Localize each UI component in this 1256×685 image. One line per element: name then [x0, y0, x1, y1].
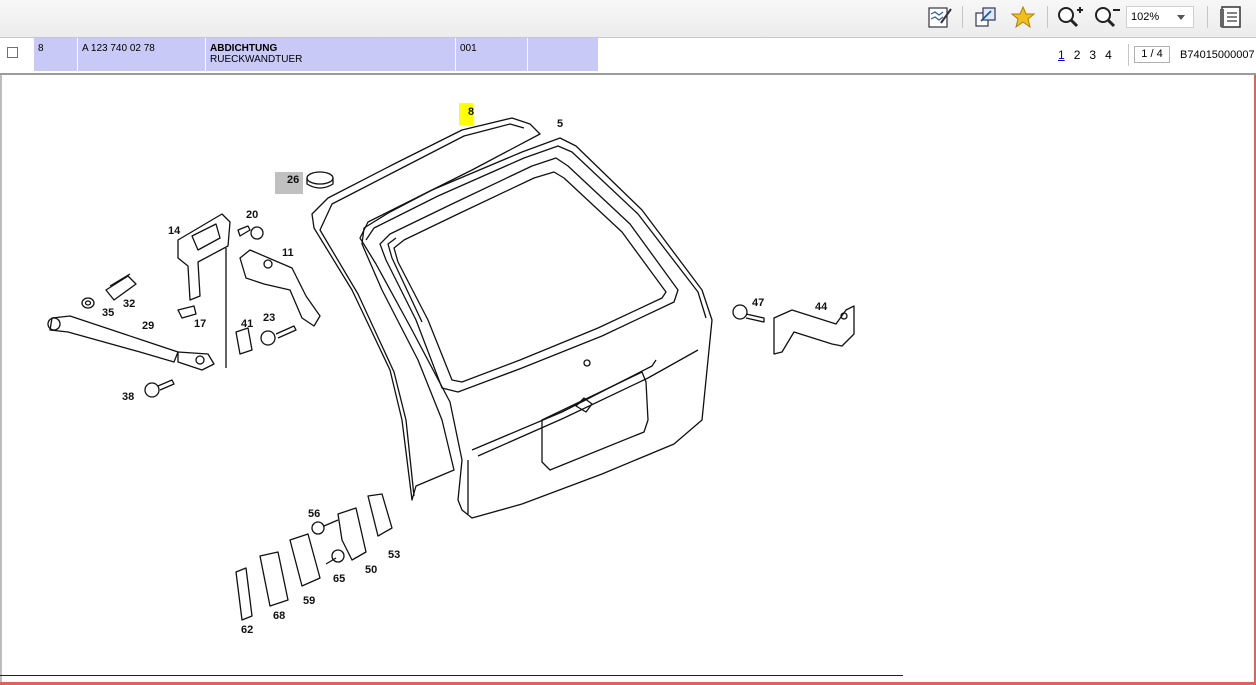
part-name: ABDICHTUNG [210, 43, 278, 54]
zoom-out-icon[interactable] [1093, 4, 1121, 30]
callout-17[interactable]: 17 [194, 318, 206, 330]
diagram-drawing: 8 5 26 20 14 11 32 35 17 29 41 23 38 47 … [47, 103, 855, 636]
document-list-icon[interactable] [1218, 4, 1246, 30]
callout-29[interactable]: 29 [142, 320, 154, 332]
license-plate-recess [541, 371, 649, 471]
parts-diagram: 8 5 26 20 14 11 32 35 17 29 41 23 38 47 … [0, 75, 1256, 682]
window-bottom-border [0, 682, 1256, 685]
callout-47[interactable]: 47 [752, 297, 764, 309]
part-description: RUECKWANDTUER [210, 54, 303, 65]
part-number-cell: A 123 740 02 78 [78, 38, 206, 71]
callout-highlight [459, 103, 473, 125]
callout-50[interactable]: 50 [365, 564, 377, 576]
callout-62[interactable]: 62 [241, 624, 253, 636]
zoom-value: 102% [1131, 11, 1160, 23]
callout-32[interactable]: 32 [123, 298, 135, 310]
callout-8[interactable]: 8 [468, 106, 474, 118]
window-frame [379, 157, 679, 393]
tailgate-outline [359, 137, 713, 519]
row-checkbox[interactable] [7, 47, 18, 58]
edit-notes-icon[interactable] [926, 4, 954, 30]
callout-38[interactable]: 38 [122, 391, 134, 403]
callout-23[interactable]: 23 [263, 312, 275, 324]
callout-35[interactable]: 35 [102, 307, 114, 319]
chevron-down-icon [1177, 15, 1185, 20]
callout-14[interactable]: 14 [168, 225, 181, 237]
empty-cell [528, 38, 599, 71]
toolbar-separator [1047, 6, 1048, 28]
callout-59[interactable]: 59 [303, 595, 315, 607]
page-indicator: 1 / 4 [1134, 46, 1170, 63]
callout-44[interactable]: 44 [815, 301, 828, 313]
callout-selected [275, 172, 303, 194]
quantity-cell: 001 [456, 38, 528, 71]
callout-5[interactable]: 5 [557, 118, 563, 130]
toolbar-separator [962, 6, 963, 28]
page-link-4[interactable]: 4 [1105, 48, 1112, 62]
pager-separator [1128, 44, 1129, 66]
callout-26[interactable]: 26 [287, 174, 299, 186]
callout-11[interactable]: 11 [282, 247, 294, 259]
document-id: B74015000007 [1180, 49, 1255, 61]
quantity: 001 [460, 43, 477, 54]
position-number: 8 [38, 43, 44, 54]
diagram-bottom-border [0, 675, 903, 676]
link-icon[interactable] [972, 4, 1000, 30]
page-link-3[interactable]: 3 [1089, 48, 1097, 62]
toolbar-separator [1207, 6, 1208, 28]
name-cell: ABDICHTUNG RUECKWANDTUER [206, 38, 456, 71]
zoom-select[interactable]: 102% [1126, 6, 1194, 28]
part-number: A 123 740 02 78 [82, 43, 155, 54]
checkbox-cell [0, 38, 34, 71]
callout-41[interactable]: 41 [241, 318, 253, 330]
page-link-2[interactable]: 2 [1073, 48, 1081, 62]
callout-65[interactable]: 65 [333, 573, 345, 585]
position-cell: 8 [34, 38, 78, 71]
callout-56[interactable]: 56 [308, 508, 320, 520]
callout-68[interactable]: 68 [273, 610, 285, 622]
callout-20[interactable]: 20 [246, 209, 258, 221]
part-row[interactable]: 8 A 123 740 02 78 ABDICHTUNG RUECKWANDTU… [0, 38, 1256, 75]
callout-53[interactable]: 53 [388, 549, 400, 561]
favorite-star-icon[interactable] [1009, 4, 1037, 30]
zoom-in-icon[interactable] [1056, 4, 1084, 30]
page-link-1[interactable]: 1 [1058, 48, 1065, 62]
seal-outline [311, 117, 541, 501]
toolbar: 102% [0, 0, 1256, 38]
